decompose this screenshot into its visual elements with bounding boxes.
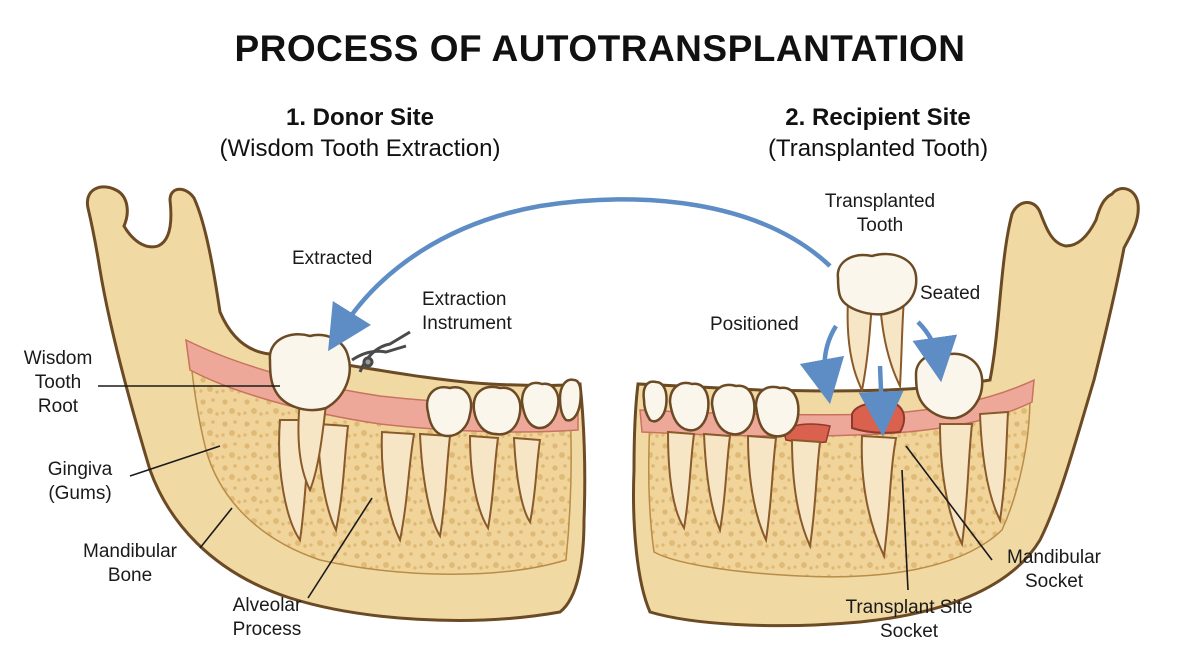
extraction-instrument-illustration (351, 330, 411, 373)
positioned-arrow (799, 324, 845, 405)
label-alveolar-process: Alveolar Process (232, 595, 302, 640)
left-front-teeth (425, 378, 582, 438)
label-transplant-site-socket: Transplant Site Socket (845, 597, 973, 642)
wisdom-tooth (268, 333, 351, 493)
left-jaw (85, 185, 587, 622)
process-arrows (328, 197, 958, 437)
transplanted-tooth-illustration (836, 252, 918, 394)
donor-site-subheading: (Wisdom Tooth Extraction) (219, 135, 501, 162)
label-positioned: Positioned (710, 314, 799, 335)
right-front-teeth (642, 380, 800, 438)
label-gingiva: Gingiva (Gums) (47, 459, 113, 504)
label-extracted: Extracted (292, 248, 373, 269)
leader-lines (98, 385, 993, 599)
donor-site-heading: 1. Donor Site (285, 104, 435, 131)
recipient-site-header: 2. Recipient Site (Transplanted Tooth) (668, 102, 1088, 164)
label-mandibular-socket: Mandibular Socket (1007, 547, 1101, 592)
recipient-site-subheading: (Transplanted Tooth) (767, 135, 989, 162)
seated-arrow (912, 320, 958, 383)
label-wisdom-tooth-root: Wisdom Tooth Root (23, 348, 93, 417)
transplant-site-socket-shape (851, 401, 906, 434)
donor-site-header: 1. Donor Site (Wisdom Tooth Extraction) (150, 102, 570, 164)
label-extraction-instrument: Extraction Instrument (422, 289, 512, 334)
seated-tooth (914, 351, 984, 420)
label-mandibular-bone: Mandibular Bone (83, 541, 177, 586)
page-title: PROCESS OF AUTOTRANSPLANTATION (234, 28, 966, 69)
label-seated: Seated (920, 283, 981, 304)
placement-arrow (858, 365, 904, 437)
recipient-site-heading: 2. Recipient Site (785, 104, 971, 131)
label-transplanted-tooth: Transplanted Tooth (824, 191, 936, 236)
extraction-arrow (328, 197, 832, 352)
